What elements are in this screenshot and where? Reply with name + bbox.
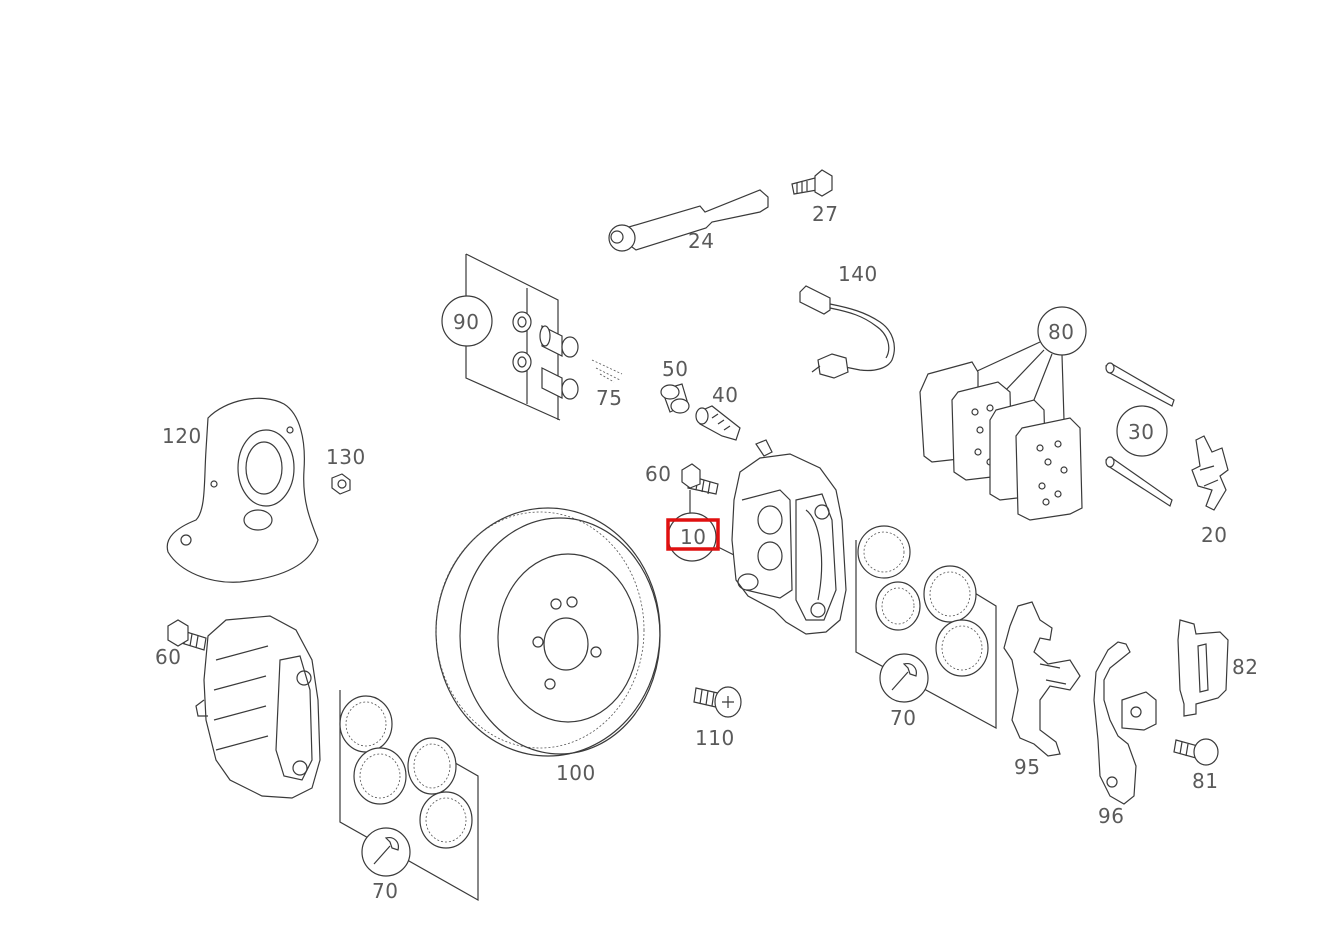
part-10-brake-caliper[interactable] (666, 439, 847, 635)
part-70-seal-kit-right[interactable] (855, 525, 997, 730)
part-140-wear-sensor[interactable] (799, 285, 895, 379)
label-120: 120 (162, 424, 202, 448)
label-80: 80 (1048, 320, 1074, 344)
part-120-splash-shield[interactable] (166, 397, 319, 583)
label-95: 95 (1014, 755, 1040, 779)
label-70-left: 70 (372, 879, 398, 903)
part-100-brake-disc[interactable] (435, 507, 661, 757)
part-40-bleed-valve[interactable] (695, 405, 741, 441)
part-27-bolt[interactable] (791, 169, 833, 197)
label-100: 100 (556, 761, 596, 785)
label-10: 10 (680, 525, 706, 549)
part-90-bushing-kit[interactable] (441, 253, 579, 421)
part-70-seal-kit-left[interactable] (339, 690, 479, 902)
label-81: 81 (1192, 769, 1218, 793)
part-60-caliper-bolt-upper[interactable] (681, 463, 719, 516)
label-82: 82 (1232, 655, 1258, 679)
part-81-screw[interactable] (1173, 738, 1219, 766)
label-20: 20 (1201, 523, 1227, 547)
label-96: 96 (1098, 804, 1124, 828)
label-130: 130 (326, 445, 366, 469)
label-140: 140 (838, 262, 878, 286)
label-110: 110 (695, 726, 735, 750)
part-50-dust-cap[interactable] (660, 383, 690, 414)
part-82-anti-rattle-plate[interactable] (1177, 619, 1229, 717)
part-60-caliper-bolt-lower[interactable] (167, 619, 207, 651)
part-110-disc-screw[interactable] (693, 686, 742, 718)
label-60-lower: 60 (155, 645, 181, 669)
label-70-right: 70 (890, 706, 916, 730)
part-caliper-rear[interactable] (195, 615, 321, 799)
label-50: 50 (662, 357, 688, 381)
label-27: 27 (812, 202, 838, 226)
part-80-brake-pads[interactable] (919, 306, 1087, 521)
label-90: 90 (453, 310, 479, 334)
part-130-shield-bolt[interactable] (331, 473, 351, 495)
part-75-grease[interactable] (591, 359, 623, 383)
part-20-spring-clip[interactable] (1191, 435, 1229, 511)
part-96-shim[interactable] (1093, 641, 1157, 805)
label-75: 75 (596, 386, 622, 410)
label-24: 24 (688, 229, 714, 253)
label-40: 40 (712, 383, 738, 407)
label-30: 30 (1128, 420, 1154, 444)
label-60-upper: 60 (645, 462, 671, 486)
part-95-caliper-bracket[interactable] (1003, 601, 1081, 757)
part-24-guide-pin[interactable] (608, 189, 769, 252)
part-30-pad-pins[interactable] (1105, 362, 1175, 507)
